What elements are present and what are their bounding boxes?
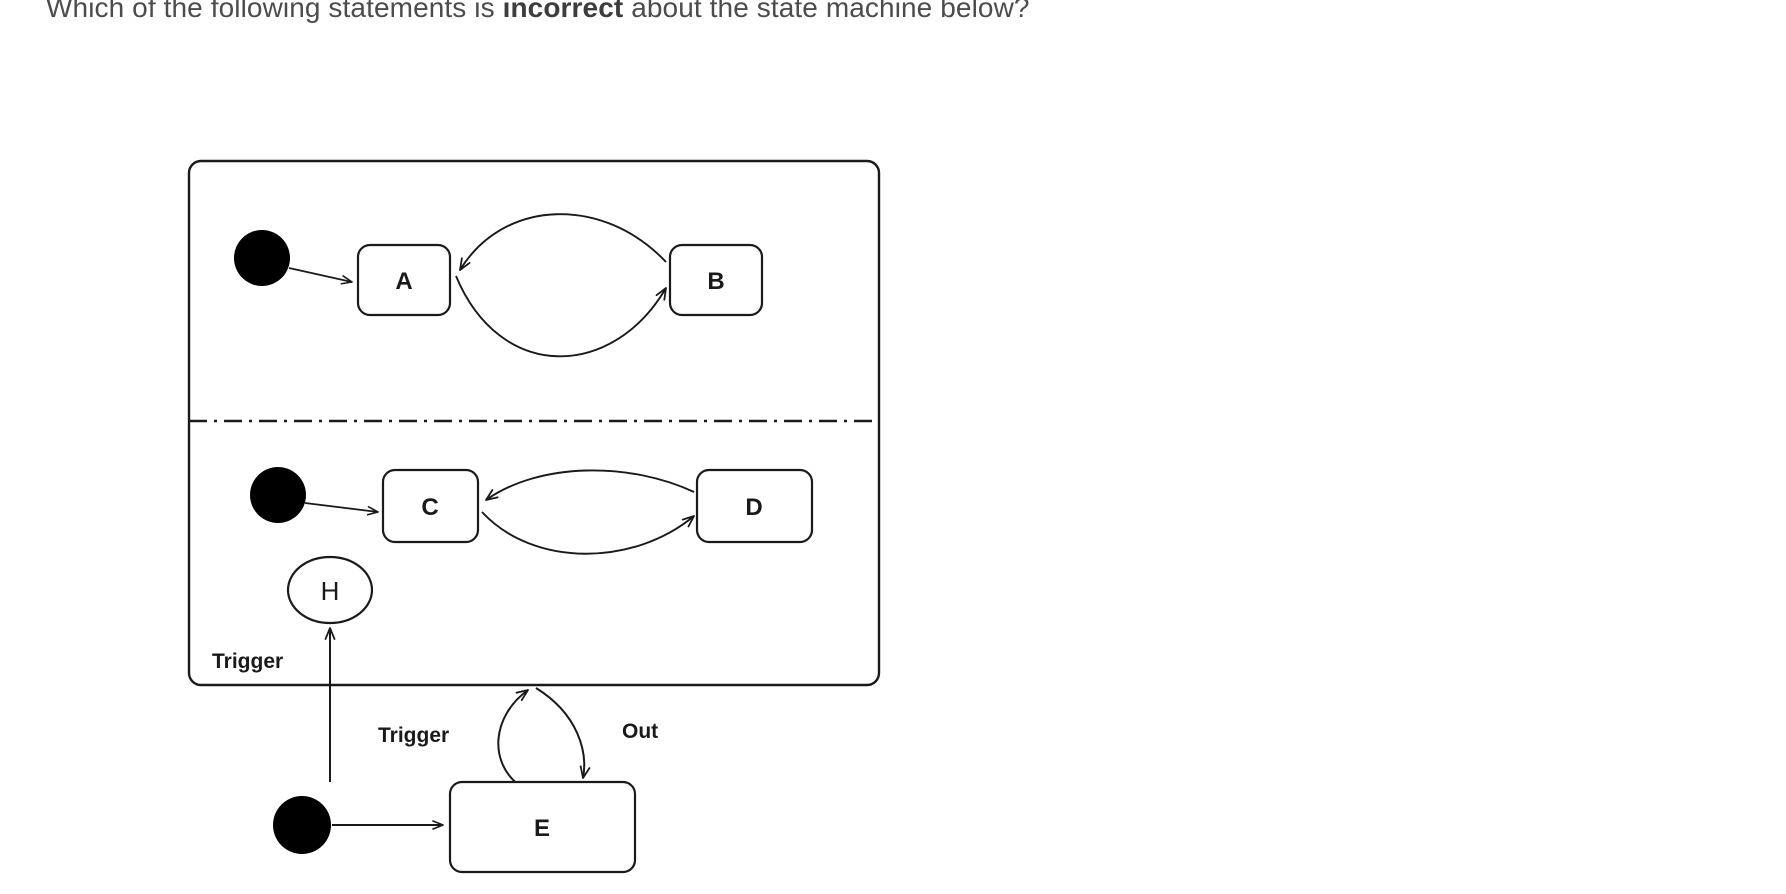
state-b-label: B [707,268,724,295]
state-c-label: C [421,494,438,521]
transition-initial-to-c [304,502,379,516]
transition-a-to-b [455,275,667,358]
state-c: C [381,468,480,544]
transition-initial-to-a [288,267,353,285]
state-c-box [381,468,480,544]
state-e-box [448,780,637,874]
question-text-after: about the state machine below? [623,0,1030,23]
state-d-box [695,468,814,544]
trigger-composite-label: Trigger [378,724,449,747]
initial-pseudostate-e [273,796,331,854]
state-b-box [668,243,764,317]
state-e-label: E [534,815,550,842]
state-a-box [356,243,452,317]
state-d-label: D [745,494,762,521]
transition-composite-to-e [535,687,591,779]
history-pseudostate-label: H [321,576,340,606]
state-a-label: A [395,268,412,295]
state-d: D [695,468,814,544]
history-pseudostate-h: H [286,555,374,625]
region-bottom: C D H [250,467,814,625]
question-emphasis: incorrect [502,0,624,23]
state-b: B [668,243,764,317]
transition-e-to-composite [497,689,529,787]
history-pseudostate-ellipse [286,555,374,625]
transition-b-to-a [459,213,667,271]
trigger-history-label: Trigger [212,650,283,673]
state-e: E [273,780,637,874]
transition-d-to-c [485,469,695,501]
question-text-before: Which of the following statements is [46,0,503,23]
page-title: Which of the following statements is inc… [46,0,1030,25]
initial-pseudostate-bottom [250,467,306,523]
initial-pseudostate-top [234,230,290,286]
out-label: Out [622,720,658,743]
transition-c-to-d [481,511,695,555]
state-a: A [356,243,452,317]
region-top: A B [234,213,764,358]
